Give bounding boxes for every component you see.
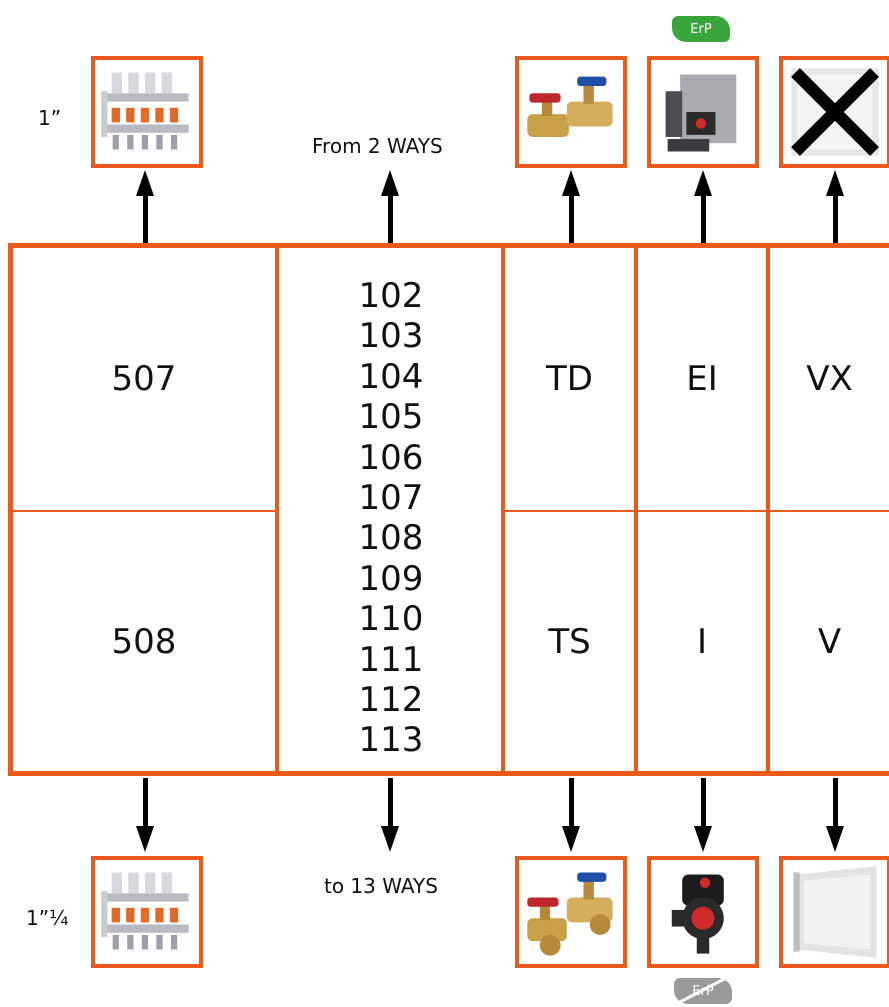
cell-ei: EI [638, 248, 766, 510]
arrow-up-2-head [381, 170, 399, 196]
ways-item: 105 [279, 397, 503, 437]
top-valves-image [515, 56, 627, 168]
arrow-up-3 [569, 194, 574, 244]
bottom-cabinet-image [779, 856, 889, 968]
arrow-down-5-head [826, 826, 844, 852]
circulator-pump-icon [651, 860, 755, 964]
bottom-valves-image [515, 856, 627, 968]
top-ways-note: From 2 WAYS [312, 134, 443, 158]
ways-item: 112 [279, 680, 503, 720]
ways-item: 107 [279, 478, 503, 518]
bottom-ways-note: to 13 WAYS [324, 874, 438, 898]
arrow-up-4-head [694, 170, 712, 196]
ways-item: 113 [279, 720, 503, 760]
crossed-out-cabinet-icon [783, 60, 887, 164]
arrow-down-2-head [381, 826, 399, 852]
top-size-label: 1” [38, 106, 61, 130]
ways-item: 106 [279, 438, 503, 478]
arrow-up-1-head [136, 170, 154, 196]
arrow-down-1 [143, 778, 148, 828]
ways-item: 111 [279, 640, 503, 680]
ball-valves-icon [519, 860, 623, 964]
bottom-manifold-image [91, 856, 203, 968]
cell-508: 508 [13, 512, 275, 771]
arrow-up-5-head [826, 170, 844, 196]
arrow-down-4 [701, 778, 706, 828]
cell-td: TD [505, 248, 634, 510]
arrow-down-3 [569, 778, 574, 828]
table-bottom-border [8, 771, 889, 776]
bottom-size-label: 1”¼ [26, 906, 68, 930]
bottom-pump-image [647, 856, 759, 968]
arrow-down-3-head [562, 826, 580, 852]
ball-valves-icon [519, 60, 623, 164]
cell-i: I [638, 512, 766, 771]
erp-strike-icon [674, 972, 736, 1007]
ways-list: 102 103 104 105 106 107 108 109 110 111 … [279, 276, 503, 761]
arrow-up-5 [833, 194, 838, 244]
circulator-pump-icon [651, 60, 755, 164]
ways-item: 103 [279, 316, 503, 356]
arrow-up-1 [143, 194, 148, 244]
cell-v: V [770, 512, 889, 771]
arrow-down-2 [388, 778, 393, 828]
top-manifold-image [91, 56, 203, 168]
arrow-down-5 [833, 778, 838, 828]
cabinet-icon [783, 860, 887, 964]
ways-item: 108 [279, 518, 503, 558]
arrow-down-1-head [136, 826, 154, 852]
cell-vx: VX [770, 248, 889, 510]
top-pump-image [647, 56, 759, 168]
top-cabinet-crossed-image [779, 56, 889, 168]
arrow-up-3-head [562, 170, 580, 196]
erp-badge-top: ErP [672, 16, 730, 42]
ways-item: 104 [279, 357, 503, 397]
manifold-icon [95, 60, 199, 164]
cell-507: 507 [13, 248, 275, 510]
ways-item: 102 [279, 276, 503, 316]
ways-item: 109 [279, 559, 503, 599]
ways-item: 110 [279, 599, 503, 639]
manifold-icon [95, 860, 199, 964]
cell-ts: TS [505, 512, 634, 771]
arrow-up-4 [701, 194, 706, 244]
arrow-down-4-head [694, 826, 712, 852]
arrow-up-2 [388, 194, 393, 244]
